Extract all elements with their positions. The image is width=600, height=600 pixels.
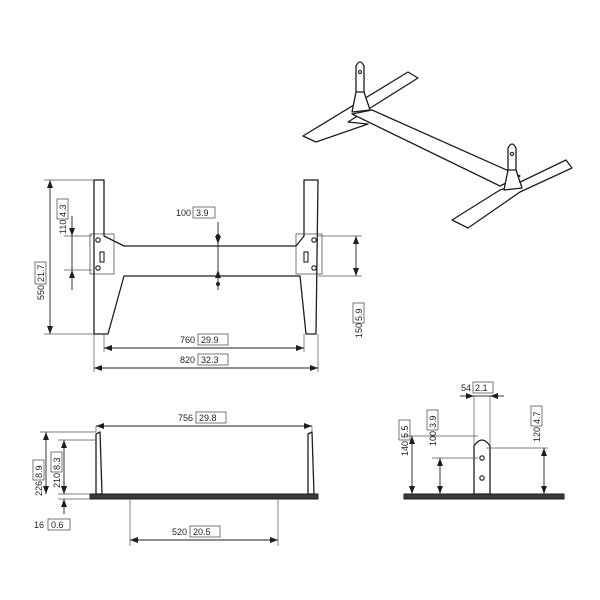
- dim-inner-width: 760 29.9: [180, 333, 229, 346]
- dim-side-height: 140 5.5: [398, 419, 411, 456]
- svg-text:0.6: 0.6: [51, 520, 64, 530]
- dim-front-hole-height: 210 8.3: [50, 451, 63, 488]
- isometric-view: [302, 61, 573, 229]
- svg-text:210: 210: [52, 473, 62, 488]
- svg-text:21.7: 21.7: [36, 264, 46, 282]
- svg-text:756: 756: [178, 413, 193, 423]
- front-left-upright: [95, 431, 103, 495]
- svg-text:226: 226: [34, 481, 44, 496]
- svg-text:32.3: 32.3: [201, 355, 219, 365]
- svg-text:20.5: 20.5: [193, 527, 211, 537]
- dim-upright-spacing: 756 29.8: [178, 411, 227, 424]
- top-view-outline: [93, 179, 319, 335]
- front-base-plate: [89, 493, 319, 500]
- svg-text:3.9: 3.9: [196, 208, 209, 218]
- svg-text:820: 820: [180, 355, 195, 365]
- svg-text:4.7: 4.7: [532, 411, 542, 424]
- dim-side-hole-high: 120 4.7: [530, 405, 543, 442]
- dim-front-height: 226 8.9: [32, 459, 45, 496]
- svg-text:54: 54: [461, 383, 471, 393]
- dim-upright-width: 54 2.1: [461, 381, 494, 394]
- iso-left-gusset: [351, 91, 371, 113]
- dim-foot-span: 520 20.5: [172, 525, 221, 538]
- svg-text:16: 16: [34, 520, 44, 530]
- svg-text:100: 100: [176, 208, 191, 218]
- svg-text:29.8: 29.8: [199, 413, 217, 423]
- svg-text:120: 120: [532, 427, 542, 442]
- dim-outer-width: 820 32.3: [180, 353, 229, 366]
- svg-text:8.9: 8.9: [34, 465, 44, 478]
- svg-text:150: 150: [354, 323, 364, 338]
- svg-text:4.3: 4.3: [58, 204, 68, 217]
- iso-right-gusset: [503, 169, 523, 191]
- svg-text:29.9: 29.9: [201, 335, 219, 345]
- svg-text:520: 520: [172, 527, 187, 537]
- svg-text:8.3: 8.3: [52, 457, 62, 470]
- svg-text:5.9: 5.9: [354, 308, 364, 321]
- side-base-plate: [403, 493, 565, 500]
- iso-right-foot: [451, 159, 573, 229]
- iso-crossbar: [351, 109, 521, 187]
- dim-height-total: 550 21.7: [34, 261, 47, 300]
- svg-text:5.5: 5.5: [400, 425, 410, 438]
- svg-text:2.1: 2.1: [475, 383, 488, 393]
- dim-upright-offset: 110 4.3: [56, 198, 69, 234]
- dim-bar-to-upright: 100 3.9: [176, 206, 216, 219]
- dim-side-hole-low: 100 3.9: [426, 409, 439, 446]
- dim-plate-thickness: 16 0.6: [34, 518, 71, 531]
- svg-text:550: 550: [36, 285, 46, 300]
- svg-text:760: 760: [180, 335, 195, 345]
- side-view: 54 2.1 140 5.5 100 3.9 120 4.7: [398, 381, 565, 500]
- svg-text:110: 110: [58, 220, 68, 234]
- top-view: 550 21.7 110 4.3 100 3.9 150 5.9: [34, 179, 365, 372]
- front-view: 756 29.8 226 8.9 210 8.3 16 0.6 520: [32, 411, 319, 546]
- svg-text:140: 140: [400, 441, 410, 456]
- svg-text:100: 100: [428, 431, 438, 446]
- svg-text:3.9: 3.9: [428, 415, 438, 428]
- front-right-upright: [307, 431, 315, 495]
- dim-bar-to-foot: 150 5.9: [352, 302, 365, 338]
